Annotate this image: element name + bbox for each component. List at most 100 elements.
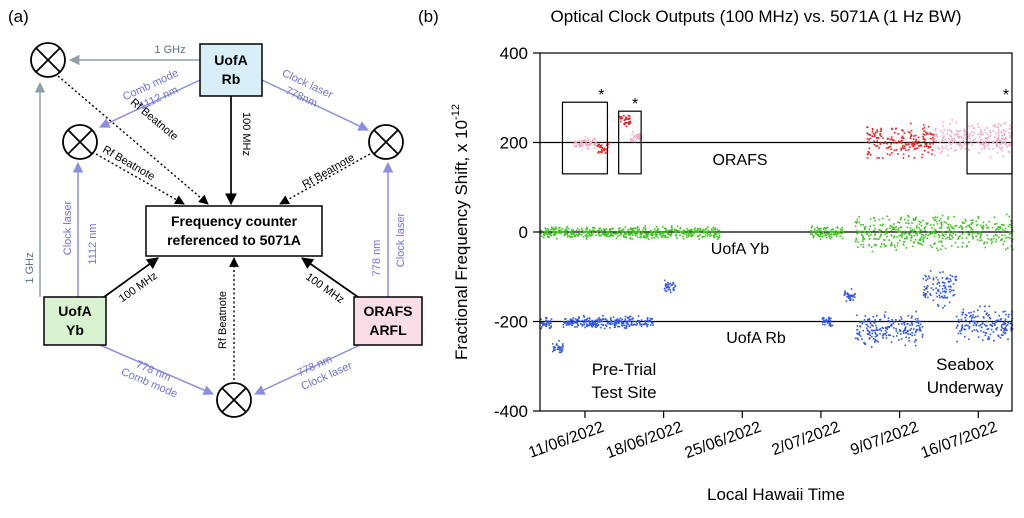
data-point — [990, 324, 993, 326]
data-point — [811, 225, 813, 227]
data-point — [596, 145, 599, 147]
data-point — [874, 319, 876, 321]
data-point — [856, 232, 858, 235]
data-point — [910, 317, 913, 319]
data-point — [882, 137, 884, 139]
data-point — [713, 228, 715, 230]
data-point — [947, 226, 950, 228]
data-point — [911, 228, 914, 231]
data-point — [886, 232, 888, 234]
data-point — [933, 140, 935, 143]
data-point — [937, 279, 939, 281]
data-point — [996, 139, 998, 141]
data-point — [573, 145, 576, 147]
data-point — [829, 237, 831, 240]
data-point — [962, 222, 964, 225]
data-point — [944, 287, 946, 289]
data-point — [887, 319, 890, 322]
data-point — [900, 216, 903, 219]
data-point — [631, 133, 633, 136]
data-point — [686, 232, 688, 234]
data-point — [961, 232, 964, 235]
data-point — [936, 295, 938, 298]
data-point — [998, 226, 1000, 228]
data-point — [843, 293, 846, 295]
data-point — [811, 230, 814, 233]
data-point — [953, 138, 955, 140]
data-point — [869, 326, 871, 329]
data-point — [927, 231, 930, 233]
data-point — [906, 226, 909, 229]
data-point — [655, 225, 658, 228]
data-point — [570, 322, 572, 324]
data-point — [543, 324, 546, 326]
data-point — [994, 234, 997, 236]
data-point — [1004, 143, 1007, 146]
data-point — [619, 115, 621, 118]
data-point — [942, 297, 945, 299]
data-point — [600, 146, 602, 148]
data-point — [607, 322, 609, 325]
data-point — [900, 142, 903, 144]
data-point — [952, 231, 954, 233]
data-point — [859, 321, 861, 323]
data-point — [571, 233, 573, 236]
data-point — [975, 315, 977, 318]
data-point — [909, 329, 911, 331]
data-point — [914, 344, 917, 347]
data-point — [937, 234, 940, 236]
data-point — [568, 235, 571, 237]
data-point — [997, 123, 1000, 125]
data-point — [595, 142, 597, 144]
data-point — [971, 144, 973, 146]
data-point — [852, 299, 854, 301]
data-point — [829, 235, 831, 238]
data-point — [828, 232, 830, 234]
link-beat-top — [57, 75, 209, 205]
data-point — [558, 229, 561, 232]
data-point — [1003, 134, 1005, 136]
data-point — [989, 135, 992, 137]
data-point — [560, 347, 563, 349]
node-counter-line1: Frequency counter — [171, 213, 298, 229]
data-point — [950, 238, 952, 240]
data-point — [868, 331, 871, 334]
data-point — [636, 136, 639, 139]
data-point — [828, 234, 830, 236]
data-point — [551, 226, 553, 228]
data-point — [901, 129, 903, 131]
data-point — [1010, 143, 1012, 146]
data-point — [553, 233, 555, 236]
node-counter — [145, 205, 323, 257]
data-point — [625, 324, 628, 327]
data-point — [911, 230, 914, 233]
data-point — [915, 138, 917, 141]
data-point — [931, 227, 933, 229]
data-point — [639, 132, 641, 135]
data-point — [885, 326, 887, 329]
data-point — [935, 133, 937, 135]
data-point — [834, 233, 837, 235]
data-point — [567, 321, 570, 324]
data-point — [909, 232, 911, 235]
data-point — [677, 230, 679, 232]
data-point — [587, 147, 590, 149]
data-point — [968, 234, 970, 236]
data-point — [866, 132, 868, 134]
data-point — [1009, 231, 1011, 234]
data-point — [621, 324, 624, 327]
data-point — [887, 326, 889, 328]
data-point — [672, 281, 674, 284]
data-point — [972, 314, 974, 316]
data-point — [596, 322, 598, 325]
data-point — [935, 139, 938, 142]
data-point — [910, 321, 913, 324]
data-point — [993, 136, 996, 138]
data-point — [586, 324, 589, 327]
data-point — [977, 330, 979, 333]
data-point — [898, 329, 901, 331]
label-rf-beat-2: Rf Beatnote — [100, 144, 156, 183]
data-point — [1010, 127, 1012, 129]
data-point — [869, 225, 871, 228]
data-point — [606, 144, 608, 147]
